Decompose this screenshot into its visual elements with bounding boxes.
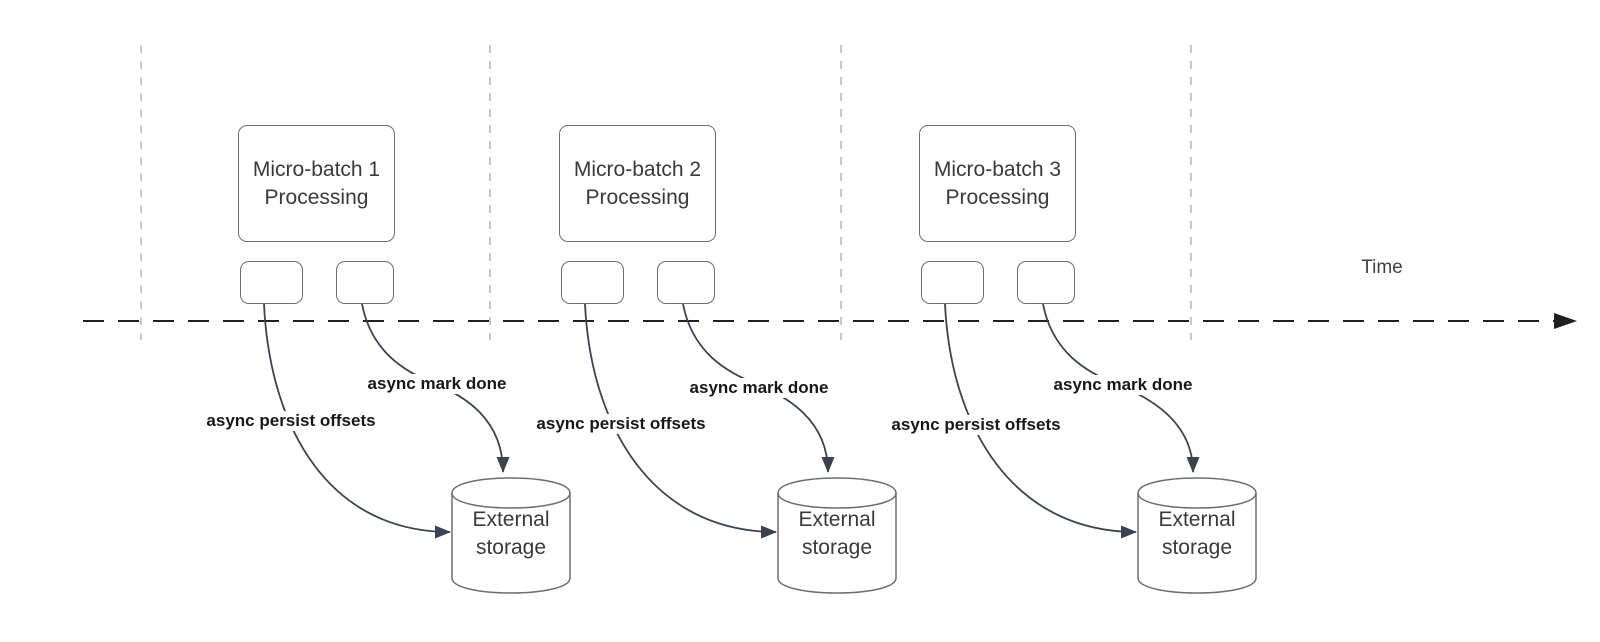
external-storage-label-2-line2: storage bbox=[801, 536, 873, 559]
external-storage-label-3: External storage bbox=[1138, 506, 1256, 562]
cylinder-top-ellipse-2 bbox=[777, 492, 897, 509]
external-storage-label-2-line1: External bbox=[798, 508, 876, 531]
micro-batch-2-box-line1: Micro-batch 2 bbox=[573, 157, 702, 181]
cylinder-top-ellipse-1 bbox=[451, 492, 571, 509]
mark-done-task-box-3 bbox=[1017, 261, 1075, 304]
persist-offsets-label-2: async persist offsets bbox=[533, 414, 709, 434]
time-axis-arrowhead bbox=[1554, 313, 1577, 329]
persist-task-box-1 bbox=[240, 261, 303, 304]
external-storage-label-1-line2: storage bbox=[475, 536, 547, 559]
persist-offsets-label-3: async persist offsets bbox=[888, 415, 1064, 435]
persist-offsets-arrow-1 bbox=[263, 303, 451, 539]
micro-batch-1-box: Micro-batch 1 Processing bbox=[238, 125, 395, 242]
external-storage-label-3-line2: storage bbox=[1161, 536, 1233, 559]
mark-done-label-1: async mark done bbox=[364, 374, 510, 394]
time-label: Time bbox=[1361, 257, 1403, 278]
persist-task-box-2 bbox=[561, 261, 624, 304]
external-storage-cylinder-3 bbox=[1137, 477, 1257, 594]
external-storage-label-1-line1: External bbox=[472, 508, 550, 531]
external-storage-label-1: External storage bbox=[452, 506, 570, 562]
mark-done-task-box-1 bbox=[336, 261, 394, 304]
micro-batch-2-box: Micro-batch 2 Processing bbox=[559, 125, 716, 242]
persist-task-box-3 bbox=[921, 261, 984, 304]
persist-offsets-arrow-3 bbox=[944, 303, 1137, 539]
external-storage-label-3-line1: External bbox=[1158, 508, 1236, 531]
micro-batch-2-box-line2: Processing bbox=[585, 185, 690, 209]
mark-done-label-2: async mark done bbox=[686, 378, 832, 398]
micro-batch-1-box-line1: Micro-batch 1 bbox=[252, 157, 381, 181]
external-storage-cylinder-2 bbox=[777, 477, 897, 594]
mark-done-task-box-2 bbox=[657, 261, 715, 304]
cylinder-top-ellipse-3 bbox=[1137, 492, 1257, 509]
persist-offsets-label-1: async persist offsets bbox=[203, 411, 379, 431]
persist-offsets-arrow-2 bbox=[584, 303, 777, 539]
external-storage-label-2: External storage bbox=[778, 506, 896, 562]
micro-batch-3-box: Micro-batch 3 Processing bbox=[919, 125, 1076, 242]
external-storage-cylinder-1 bbox=[451, 477, 571, 594]
mark-done-label-3: async mark done bbox=[1050, 375, 1196, 395]
micro-batch-1-box-line2: Processing bbox=[264, 185, 369, 209]
micro-batch-3-box-line1: Micro-batch 3 bbox=[933, 157, 1062, 181]
micro-batch-3-box-line2: Processing bbox=[945, 185, 1050, 209]
